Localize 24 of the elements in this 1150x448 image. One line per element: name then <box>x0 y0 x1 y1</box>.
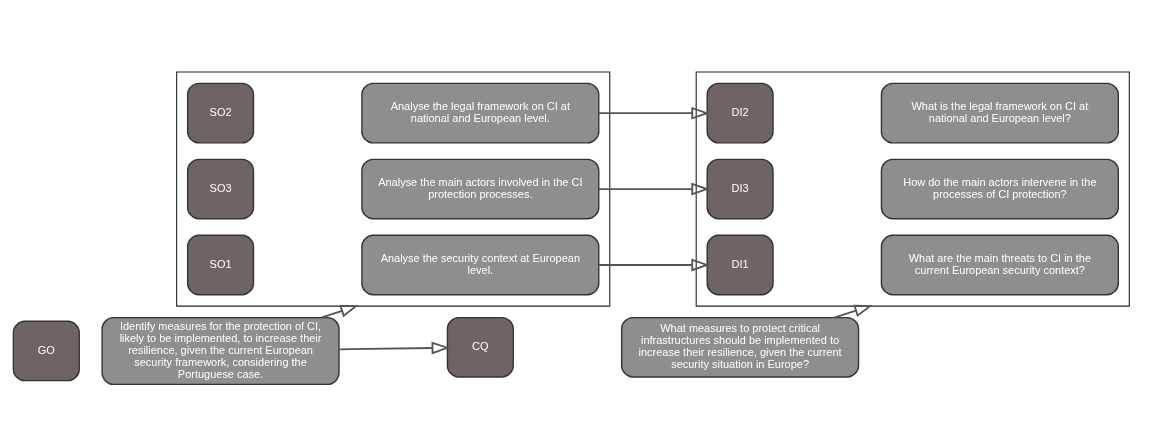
node-box: DI2 <box>706 82 774 144</box>
arrow <box>833 304 873 318</box>
arrow <box>597 258 710 271</box>
arrow <box>338 341 450 354</box>
node-box: CQ <box>446 316 514 378</box>
node-box: What is the legal framework on CI at national and European level? <box>880 82 1119 144</box>
node-box: SO1 <box>186 234 255 295</box>
cluster <box>176 70 611 307</box>
node-box: Analyse the security context at European level. <box>361 234 600 295</box>
node-box: How do the main actors intervene in the processes of CI protection? <box>880 158 1119 219</box>
arrow <box>597 182 710 195</box>
node-box: DI3 <box>706 158 774 219</box>
node-box: SO2 <box>186 82 255 144</box>
node-box: Identify measures for the protection of CI, likely to be implemented, to increase their resilience, given the current European security framework, considering the Portuguese case. <box>101 316 340 385</box>
node-box: SO3 <box>186 158 255 219</box>
node-box: DI1 <box>706 234 774 295</box>
node-box: What measures to protect critical infrastructures should be implemented to increase their resilience, given the current security situation in Europe? <box>620 316 860 378</box>
node-box: Analyse the main actors involved in the CI protection processes. <box>361 158 600 219</box>
node-box: GO <box>12 320 80 381</box>
arrow <box>597 106 710 120</box>
cluster <box>695 70 1130 307</box>
arrow <box>321 304 359 318</box>
node-box: What are the main threats to CI in the current European security context? <box>880 234 1119 295</box>
node-box: Analyse the legal framework on CI at national and European level. <box>361 82 600 144</box>
